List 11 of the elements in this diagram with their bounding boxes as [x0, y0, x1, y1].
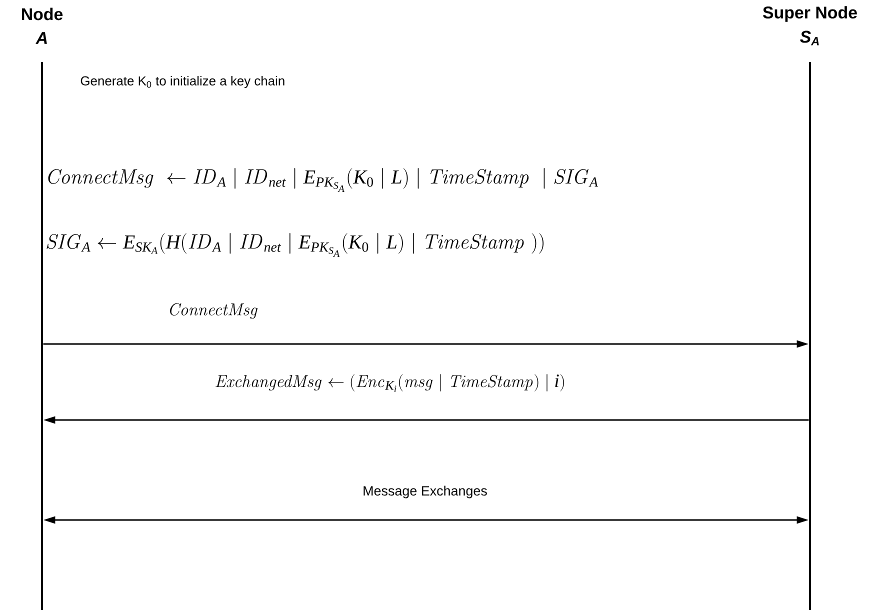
edge-label: Message Exchanges — [362, 484, 488, 500]
lifeline: Super Node S$_{A}$ — [762, 6, 857, 610]
formula: $\mathit{SIG}_A \leftarrow E_{SK_A}(H(\mathit{ID}_A \mid \mathit{ID}_{net} \mid E_{PK_{S_A}}(K_0 \mid L) \mid \mathit{TimeStamp}\;))$ — [46, 233, 544, 257]
note-text: Generate K$_{0}$ to initialize a key chain — [80, 76, 284, 88]
node-label: Node — [22, 8, 63, 20]
node-label: S$_{A}$ — [800, 30, 819, 46]
node-label: A — [36, 32, 47, 44]
edge-label: $\mathit{ConnectMsg}$ — [166, 302, 260, 320]
edge-label: $\mathit{ExchangedMsg} \leftarrow (\mathit{Enc}_{K_i}(\mathit{msg} \mid \mathit{TimeStamp}) \mid i)$ — [213, 373, 567, 393]
formula: $\mathit{ConnectMsg} \;\leftarrow \mathit{ID}_A \mid \mathit{ID}_{net} \mid E_{PK_{S_A}}(K_0 \mid L) \mid \mathit{TimeStamp} \;\mid \mathit{SIG}_A$ — [48, 168, 598, 192]
node-label: Super Node — [762, 6, 857, 22]
